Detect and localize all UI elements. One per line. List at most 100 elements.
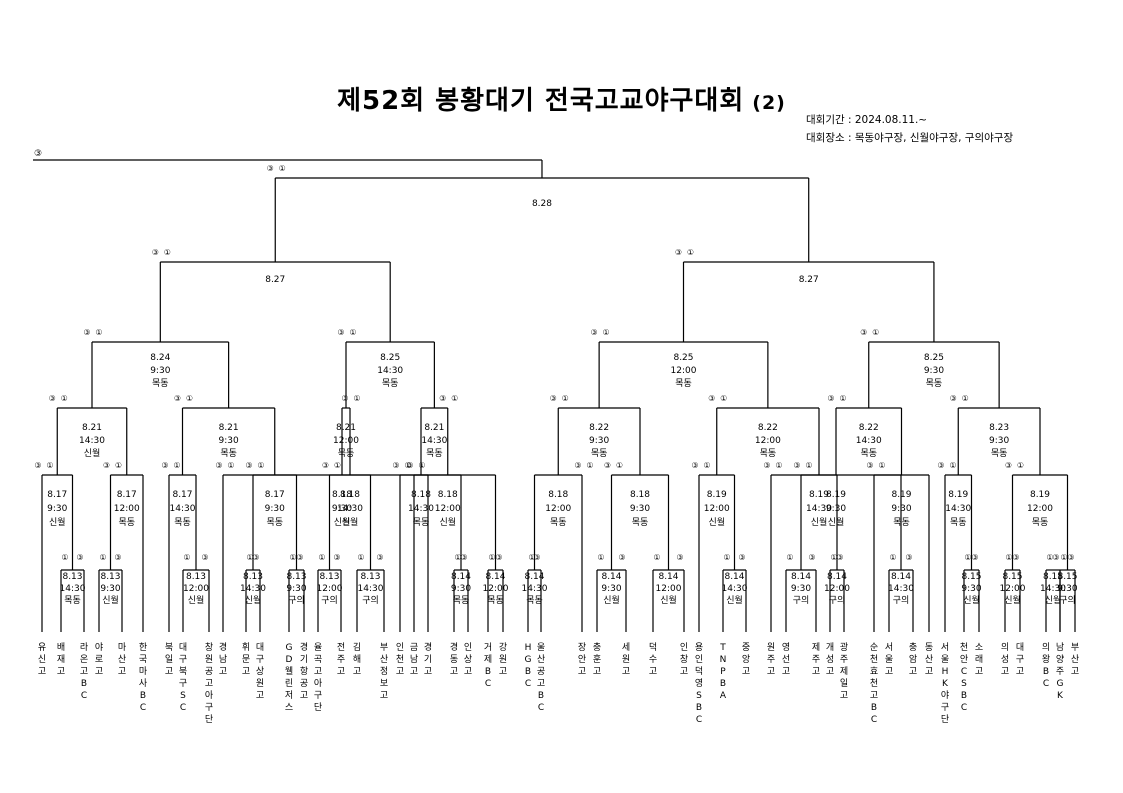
seed-mark: ③: [333, 553, 340, 562]
team-name-char: 수: [649, 654, 657, 665]
team-name-char: H: [525, 643, 532, 653]
team-name-char: 김: [353, 641, 361, 653]
seed-mark: ①: [279, 164, 286, 173]
team-name-char: 고: [242, 667, 250, 677]
team-name-char: 배: [57, 642, 65, 653]
team-name-char: 아: [314, 678, 323, 689]
team-name-char: 원: [205, 654, 213, 665]
seed-mark: ③: [1052, 553, 1059, 562]
match-venue: 구의: [893, 595, 910, 606]
seed-mark: ③: [1067, 553, 1074, 562]
match-time: 12:00: [1000, 584, 1026, 594]
match-venue: 구의: [362, 595, 379, 606]
team-name-char: 고: [38, 667, 46, 677]
team-name-char: 고: [840, 691, 848, 701]
match-venue: 목동: [453, 595, 470, 606]
team-name-char: 대: [1016, 642, 1024, 653]
seed-mark: ③: [267, 164, 274, 173]
team-name-char: 고: [380, 691, 388, 701]
team-name-char: 원: [622, 654, 630, 665]
team-name-char: 울: [941, 654, 949, 665]
team-name-char: C: [180, 703, 186, 713]
team-name-char: 천: [960, 642, 968, 653]
seed-mark: ③: [675, 248, 682, 257]
match-date: 8.25: [924, 353, 944, 363]
match-time: 14:30: [377, 366, 403, 376]
seed-mark: ①: [183, 553, 190, 562]
team-name-char: D: [286, 655, 293, 665]
seed-mark: ③: [808, 553, 815, 562]
match-venue: 구의: [288, 595, 305, 606]
match-time: 9:30: [589, 436, 609, 446]
match-date: 8.21: [82, 423, 102, 433]
team-name-char: G: [525, 655, 532, 665]
seed-mark: ①: [246, 553, 253, 562]
match-time: 12:00: [656, 584, 682, 594]
team-name-char: 동: [450, 654, 458, 665]
seed-mark: ③: [245, 461, 252, 470]
match-time: 14:30: [170, 504, 196, 514]
match-venue: 목동: [526, 595, 543, 606]
team-name-char: 스: [285, 702, 293, 713]
team-name-char: 금: [410, 642, 418, 653]
match-venue: 신월: [439, 516, 456, 528]
match-time: 12:00: [333, 436, 359, 446]
seed-mark: ③: [866, 461, 873, 470]
team-name-char: B: [1043, 667, 1049, 677]
seed-mark: ①: [404, 461, 411, 470]
match-date: 8.13: [186, 572, 206, 582]
match-date: 8.28: [532, 199, 552, 209]
match-venue: 목동: [950, 517, 967, 528]
match-venue: 목동: [926, 378, 943, 389]
match-time: 12:00: [483, 584, 509, 594]
team-name-char: S: [961, 679, 967, 689]
match-venue: 목동: [760, 448, 777, 459]
team-name-char: 해: [353, 654, 361, 665]
seed-mark: ①: [830, 553, 837, 562]
match-venue: 신월: [342, 516, 359, 528]
match-venue: 목동: [991, 448, 1008, 459]
team-name-char: 충: [593, 642, 601, 653]
team-name-char: C: [961, 667, 967, 677]
team-name-char: 덕: [649, 642, 657, 653]
team-name-char: 고: [424, 667, 432, 677]
match-venue: 신월: [102, 594, 119, 606]
seed-mark: ①: [289, 553, 296, 562]
seed-mark: ①: [61, 553, 68, 562]
team-name-char: 앙: [742, 653, 750, 665]
match-venue: 목동: [893, 517, 910, 528]
team-name-char: C: [485, 679, 491, 689]
match-date: 8.15: [1057, 572, 1077, 582]
match-venue: 목동: [266, 517, 283, 528]
team-name-char: 고: [1071, 667, 1079, 677]
team-name-char: 안: [960, 654, 968, 665]
team-name-char: 강: [499, 642, 507, 653]
team-name-char: 양: [1056, 654, 1064, 665]
seed-mark: ①: [353, 394, 360, 403]
team-name-char: 암: [909, 653, 917, 665]
seed-mark: ①: [597, 553, 604, 562]
seed-mark: ①: [1046, 553, 1053, 562]
match-date: 8.19: [891, 490, 911, 500]
team-name-char: 고: [870, 691, 878, 701]
match-venue: 신월: [1004, 594, 1021, 606]
team-name-char: 고: [812, 667, 820, 677]
team-name-char: 개: [826, 642, 834, 653]
team-name-char: 고: [925, 667, 933, 677]
team-name-char: 서: [885, 642, 893, 653]
team-name-char: 고: [826, 667, 834, 677]
match-venue: 목동: [220, 448, 237, 459]
match-time: 14:30: [79, 436, 105, 446]
team-name-char: 제: [840, 666, 848, 677]
match-time: 9:30: [451, 584, 471, 594]
team-name-char: 정: [380, 666, 388, 677]
team-name-char: 린: [285, 678, 293, 689]
team-name-char: 항: [300, 666, 308, 677]
seed-mark: ③: [460, 553, 467, 562]
team-name-char: 고: [337, 667, 345, 677]
seed-mark: ③: [591, 328, 598, 337]
seed-mark: ③: [439, 394, 446, 403]
match-time: 12:00: [1027, 504, 1053, 514]
team-name-char: 상: [256, 666, 264, 677]
match-venue: 목동: [487, 595, 504, 606]
